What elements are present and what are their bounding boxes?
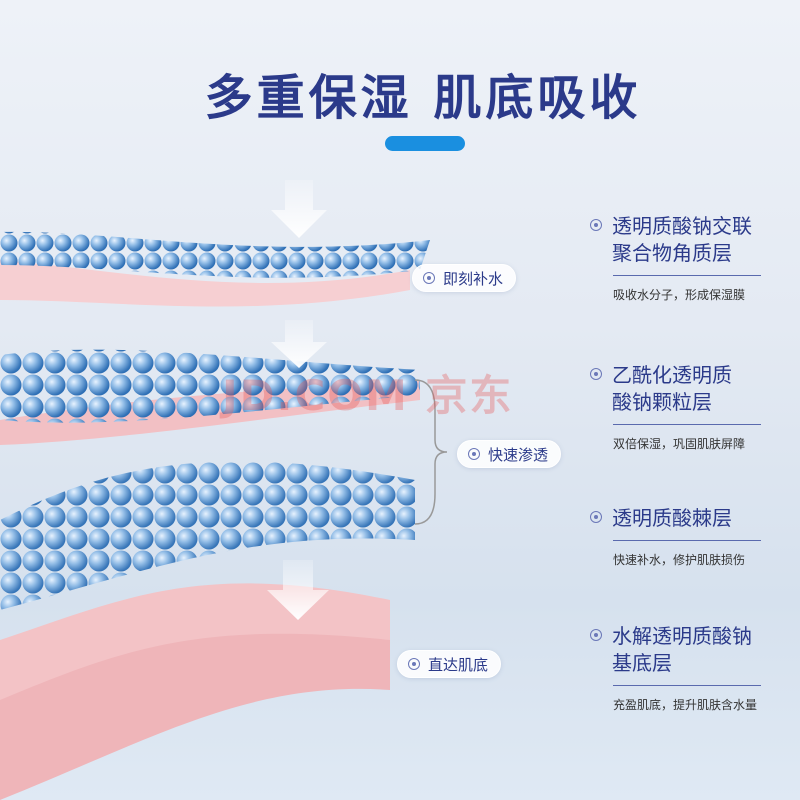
tag-label: 直达肌底 — [428, 655, 489, 674]
top-skin-band — [0, 260, 410, 307]
top-bubble-layer — [0, 231, 430, 278]
down-arrow-icon — [271, 180, 327, 238]
divider — [613, 275, 761, 276]
spinous-bubble-layer — [0, 461, 415, 610]
layer-title-line: 乙酰化透明质 — [612, 363, 732, 387]
layer-title-line: 酸钠颗粒层 — [612, 390, 712, 414]
tag-instant-hydration: 即刻补水 — [412, 264, 517, 292]
down-arrow-icon — [267, 560, 329, 620]
bullet-icon — [590, 511, 602, 523]
bullet-icon — [468, 448, 480, 460]
layer-title-line: 水解透明质酸钠 — [612, 624, 752, 648]
watermark: JD.COM 京东 — [222, 371, 514, 420]
layer-desc: 快速补水，修护肌肤损伤 — [613, 553, 746, 567]
layer-title-line: 透明质酸钠交联 — [612, 214, 752, 238]
layer-title-line: 基底层 — [612, 651, 672, 675]
layer-desc: 双倍保湿，巩固肌肤屏障 — [613, 437, 746, 451]
tag-label: 快速渗透 — [488, 445, 549, 464]
tag-reach-base: 直达肌底 — [397, 650, 502, 678]
granular-bubble-layer — [0, 349, 420, 423]
divider — [613, 540, 761, 541]
bullet-icon — [590, 368, 602, 380]
layer-item-4: 水解透明质酸钠基底层 充盈肌底，提升肌肤含水量 — [590, 623, 770, 713]
layer-title-line: 聚合物角质层 — [612, 241, 732, 265]
layer-title: 乙酰化透明质酸钠颗粒层 — [612, 362, 732, 416]
down-arrow-icon — [271, 320, 327, 368]
tag-fast-penetration: 快速渗透 — [457, 440, 562, 468]
layer-item-2: 乙酰化透明质酸钠颗粒层 双倍保湿，巩固肌肤屏障 — [590, 362, 770, 452]
bullet-icon — [423, 272, 435, 284]
base-skin-layer-shadow — [0, 633, 390, 800]
page-title: 多重保湿 肌底吸收 — [204, 70, 642, 126]
divider — [613, 685, 761, 686]
layer-desc: 充盈肌底，提升肌肤含水量 — [613, 698, 758, 712]
divider — [613, 424, 761, 425]
tag-label: 即刻补水 — [443, 269, 504, 288]
bullet-icon — [590, 219, 602, 231]
layer-item-1: 透明质酸钠交联聚合物角质层 吸收水分子，形成保湿膜 — [590, 213, 770, 303]
layer-title: 水解透明质酸钠基底层 — [612, 623, 752, 677]
brace-icon — [414, 379, 448, 525]
layer-title: 透明质酸钠交联聚合物角质层 — [612, 213, 752, 267]
bullet-icon — [408, 658, 420, 670]
title-accent-bar — [385, 136, 465, 151]
layer-title: 透明质酸棘层 — [612, 506, 732, 530]
bullet-icon — [590, 629, 602, 641]
layer-desc: 吸收水分子，形成保湿膜 — [613, 288, 746, 302]
layer-item-3: 透明质酸棘层 快速补水，修护肌肤损伤 — [590, 505, 770, 568]
